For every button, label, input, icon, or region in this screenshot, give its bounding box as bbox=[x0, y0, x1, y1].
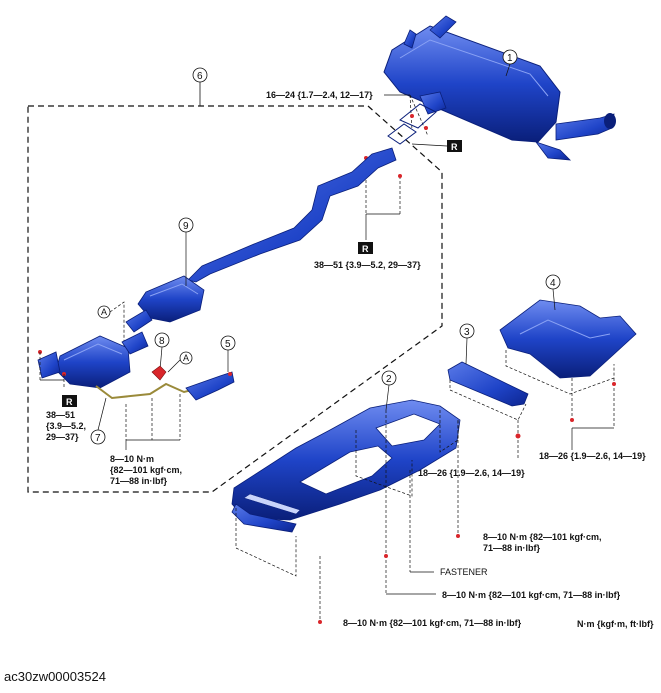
leader-a2 bbox=[167, 359, 181, 373]
a-mark-2-circle bbox=[179, 351, 193, 365]
torque-18-26-b: 18—26 {1.9—2.6, 14—19} bbox=[418, 468, 525, 478]
leader-1 bbox=[505, 63, 511, 77]
bolt-4b bbox=[612, 382, 616, 386]
bolt-4a bbox=[570, 418, 574, 422]
image-code: ac30zw00003524 bbox=[4, 669, 106, 684]
bracket-3 bbox=[447, 361, 529, 407]
torque-8-10-left-2: {82—101 kgf·cm, bbox=[110, 465, 182, 475]
group-6-boundary bbox=[27, 105, 443, 493]
callout-6-circle bbox=[192, 67, 208, 83]
r-mark-2 bbox=[358, 242, 373, 254]
r-mark-1-text: R bbox=[451, 142, 458, 152]
torque-8-10-mid: 8—10 N·m {82—101 kgf·cm, 71—88 in·lbf} bbox=[442, 590, 621, 600]
bracket3-dashbox bbox=[449, 380, 527, 421]
bolt-810m bbox=[384, 554, 388, 558]
torque-8-10-left-1: 8—10 N·m bbox=[110, 454, 154, 464]
leader-16-24b bbox=[409, 94, 413, 131]
sensor-harness bbox=[95, 382, 201, 400]
bolt-38-51b bbox=[398, 174, 402, 178]
r-mark-2-text: R bbox=[362, 244, 369, 254]
callout-9: 9 bbox=[183, 221, 189, 232]
cover-dash-right bbox=[439, 410, 459, 453]
bolt-16-24a bbox=[410, 114, 414, 118]
callout-7: 7 bbox=[95, 433, 101, 444]
callout-6: 6 bbox=[197, 71, 203, 82]
bolt-16-24b bbox=[424, 126, 428, 130]
torque-38-51-lower-2: {3.9—5.2, bbox=[46, 421, 86, 431]
callout-5: 5 bbox=[225, 339, 231, 350]
cover-dash-left bbox=[235, 508, 297, 577]
heat-insulator-5 bbox=[185, 371, 235, 401]
cover-dash-mid bbox=[355, 430, 413, 497]
torque-38-51-lower-3: 29—37} bbox=[46, 432, 79, 442]
bolt-3 bbox=[515, 433, 521, 439]
leader-4 bbox=[552, 288, 556, 311]
cross-member-4 bbox=[499, 299, 637, 379]
callout-4: 4 bbox=[550, 278, 556, 289]
torque-8-10-right-1: 8—10 N·m {82—101 kgf·cm, bbox=[483, 532, 602, 542]
a-mark-2: A bbox=[183, 353, 189, 363]
main-silencer bbox=[383, 15, 616, 161]
torque-38-51-lower-1: 38—51 bbox=[46, 410, 75, 420]
torque-8-10-bottom: 8—10 N·m {82—101 kgf·cm, 71—88 in·lbf} bbox=[343, 618, 522, 628]
r-mark-3-text: R bbox=[66, 397, 73, 407]
catalytic-converter bbox=[37, 331, 149, 389]
a-mark-1-leader bbox=[109, 301, 125, 350]
o2-sensor bbox=[151, 365, 167, 381]
r-mark-3 bbox=[62, 395, 77, 407]
torque-38-51-upper: 38—51 {3.9—5.2, 29—37} bbox=[314, 260, 421, 270]
torque-16-24: 16—24 {1.7—2.4, 12—17} bbox=[266, 90, 373, 100]
bolt-810b2 bbox=[318, 620, 322, 624]
torque-8-10-left-3: 71—88 in·lbf} bbox=[110, 476, 168, 486]
bolt-810r bbox=[456, 534, 460, 538]
callout-3: 3 bbox=[464, 327, 470, 338]
callout-1: 1 bbox=[507, 53, 513, 64]
a-mark-1: A bbox=[101, 307, 107, 317]
center-exhaust-pipe bbox=[125, 147, 397, 333]
torque-18-26-a: 18—26 {1.9—2.6, 14—19} bbox=[539, 451, 646, 461]
fastener-label: FASTENER bbox=[440, 567, 488, 577]
leader-r1 bbox=[411, 143, 448, 147]
units-note: N·m {kgf·m, ft·lbf} bbox=[577, 619, 654, 629]
torque-8-10-right-2: 71—88 in·lbf} bbox=[483, 543, 541, 553]
callout-8: 8 bbox=[159, 336, 165, 347]
leader-7 bbox=[97, 397, 107, 431]
leader-3 bbox=[465, 337, 468, 365]
r-mark-1 bbox=[447, 140, 462, 152]
bolt-5 bbox=[228, 372, 232, 376]
silencer-flange bbox=[399, 103, 437, 129]
under-cover-2 bbox=[231, 399, 461, 533]
member4-dashbox bbox=[505, 350, 615, 395]
callout-2: 2 bbox=[386, 374, 392, 385]
leader-2 bbox=[385, 384, 390, 411]
